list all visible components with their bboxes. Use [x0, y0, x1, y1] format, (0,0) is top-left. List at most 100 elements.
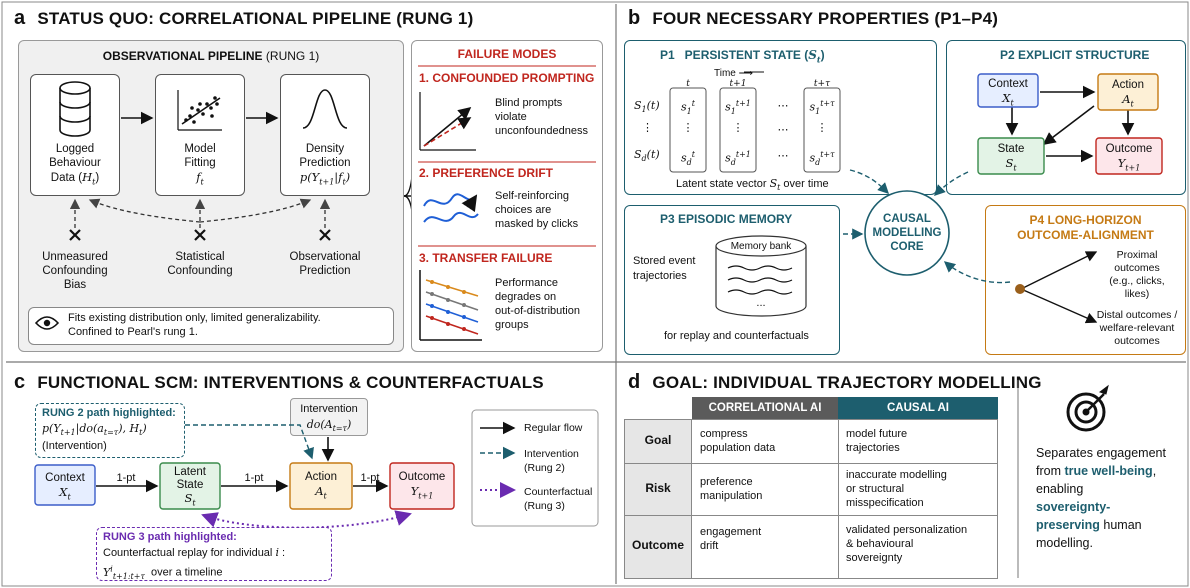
- failure-modes-box: [411, 40, 603, 352]
- database-icon: [59, 81, 91, 137]
- p1-t-head: t: [686, 79, 690, 89]
- legend-counterfactual: Counterfactual(Rung 3): [524, 486, 593, 512]
- failure-modes-title: FAILURE MODES: [457, 47, 557, 61]
- p1-tt-head: t+τ: [813, 79, 831, 89]
- legend-regular: Regular flow: [524, 422, 583, 434]
- pipeline-note: [28, 307, 394, 345]
- p1-box: [624, 40, 937, 195]
- p1-cell: sdt: [681, 150, 695, 167]
- rung3-line1: Counterfactual replay for individual i :: [103, 546, 286, 559]
- p1-row1-label: S1(t): [634, 99, 660, 115]
- p1-cell: s1t: [681, 99, 695, 116]
- rung3-box: [96, 527, 332, 581]
- p1-vdots: ⋮: [642, 122, 653, 134]
- p1-cell: s1t+τ: [809, 99, 835, 116]
- p1-hdots: ⋯: [777, 124, 789, 136]
- transfer-lines-icon: [419, 270, 482, 341]
- p1-row2-label: Sd(t): [634, 148, 660, 164]
- p4-box: [985, 205, 1186, 355]
- edge-label: 1-pt: [360, 472, 380, 484]
- rung2-box: [35, 403, 185, 458]
- scatter-plot-icon: [177, 90, 222, 131]
- p1-t1-head: t+1: [729, 79, 747, 89]
- bell-curve-icon: [302, 89, 348, 129]
- row-risk-head: Risk: [645, 481, 671, 495]
- p1-hdots: ⋯: [777, 100, 789, 112]
- p1-cell-dots: ⋮: [732, 122, 744, 134]
- row-goal-head: Goal: [644, 433, 672, 447]
- causal-core-circle: [864, 190, 950, 276]
- rung3-title: RUNG 3 path highlighted:: [103, 531, 237, 543]
- col-correlational-header: CORRELATIONAL AI: [692, 397, 838, 419]
- p1-title: P1 PERSISTENT STATE (St): [660, 48, 825, 65]
- p4-node: [1015, 284, 1025, 294]
- edge-label: 1-pt: [244, 472, 264, 484]
- edge-label: 1-pt: [116, 472, 136, 484]
- legend-intervention: Intervention(Rung 2): [524, 448, 579, 474]
- cross-icons: [69, 229, 331, 241]
- p1-cell-dots: ⋮: [816, 122, 828, 134]
- p3-bank-dots: ...: [756, 297, 766, 309]
- failure-3-title: 3. TRANSFER FAILURE: [419, 251, 553, 265]
- note-text: Fits existing distribution only, limited…: [68, 312, 321, 338]
- comparison-table: CORRELATIONAL AI CAUSAL AI Goal compress…: [624, 397, 998, 579]
- rung2-title: RUNG 2 path highlighted:: [42, 407, 176, 419]
- p1-caption: Latent state vector St over time: [676, 177, 829, 193]
- model-fitting-box: [155, 74, 245, 196]
- p1-hdots: ⋯: [777, 150, 789, 162]
- confounded-arrows-icon: [419, 92, 476, 151]
- p1-cell-dots: ⋮: [682, 122, 694, 134]
- density-prediction-box: [280, 74, 370, 196]
- p2-title: P2 EXPLICIT STRUCTURE: [1000, 48, 1150, 62]
- failure-1-title: 1. CONFOUNDED PROMPTING: [419, 71, 595, 85]
- p3-title: P3 EPISODIC MEMORY: [660, 212, 793, 226]
- rung2-formula: p(Yt+1|do(at=τ), Ht): [42, 422, 147, 438]
- target-icon: [1066, 384, 1109, 432]
- p3-caption: for replay and counterfactuals: [664, 330, 809, 342]
- row-outcome-head: Outcome: [631, 538, 684, 552]
- p3-bank-label: Memory bank: [730, 241, 792, 252]
- memory-bank-icon: [715, 235, 807, 317]
- goal-side-text: Separates engagement from true well-bein…: [1036, 446, 1166, 550]
- failure-2-title: 2. PREFERENCE DRIFT: [419, 166, 554, 180]
- p1-cell: sdt+1: [725, 150, 751, 167]
- rung3-line2: Yit+1:t+τ over a timeline: [103, 564, 223, 581]
- p1-cell: sdt+τ: [809, 150, 835, 167]
- rung2-sub: (Intervention): [42, 440, 107, 452]
